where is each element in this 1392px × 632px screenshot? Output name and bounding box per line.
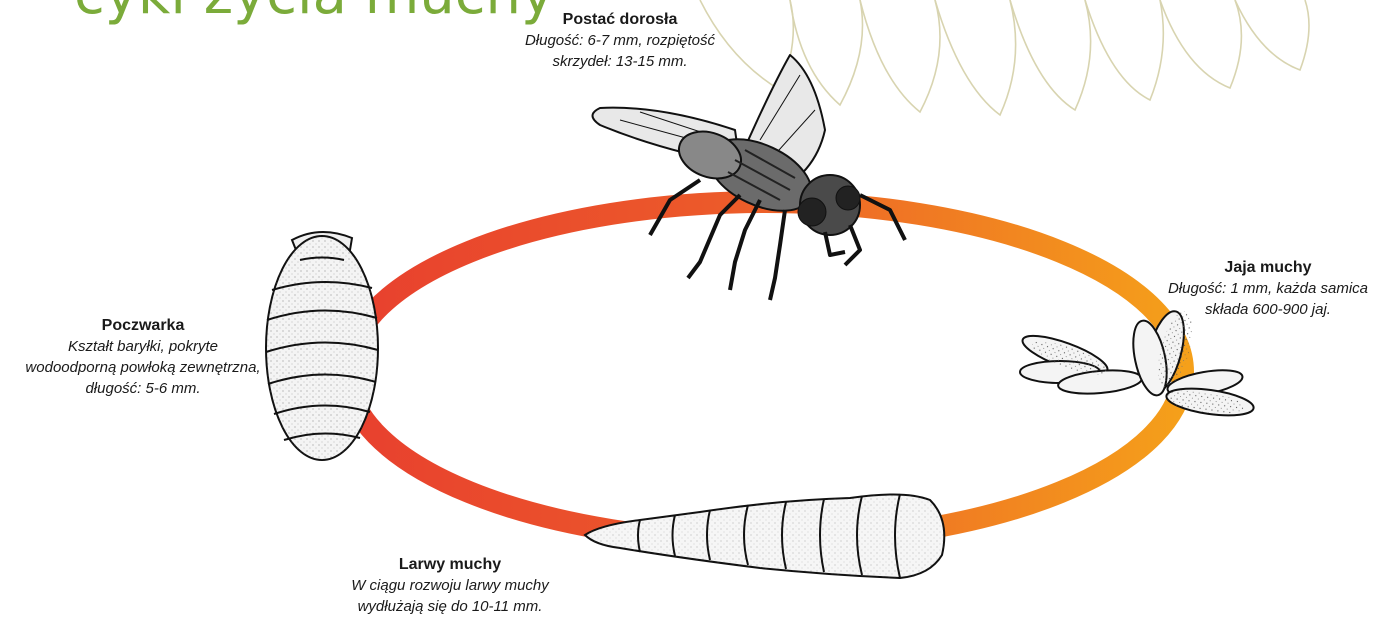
stage-label-larva: Larwy muchy W ciągu rozwoju larwy muchy … [300,555,600,617]
stage-desc-larva: W ciągu rozwoju larwy muchy wydłużają si… [300,575,600,617]
stage-name-eggs: Jaja muchy [1150,258,1386,278]
stage-label-adult: Postać dorosła Długość: 6-7 mm, rozpięto… [470,10,770,72]
stage-desc-pupa: Kształt baryłki, pokryte wodoodporną pow… [0,336,286,399]
adult-fly-illustration [593,55,906,300]
stage-desc-eggs: Długość: 1 mm, każda samica składa 600-9… [1150,278,1386,320]
stage-label-eggs: Jaja muchy Długość: 1 mm, każda samica s… [1150,258,1386,320]
stage-desc-adult: Długość: 6-7 mm, rozpiętość skrzydeł: 13… [470,30,770,72]
stage-name-adult: Postać dorosła [470,10,770,30]
stage-name-pupa: Poczwarka [0,316,286,336]
larva-illustration [585,494,944,578]
stage-name-larva: Larwy muchy [300,555,600,575]
stage-label-pupa: Poczwarka Kształt baryłki, pokryte wodoo… [0,316,286,399]
fly-eggs-illustration [1019,307,1256,420]
